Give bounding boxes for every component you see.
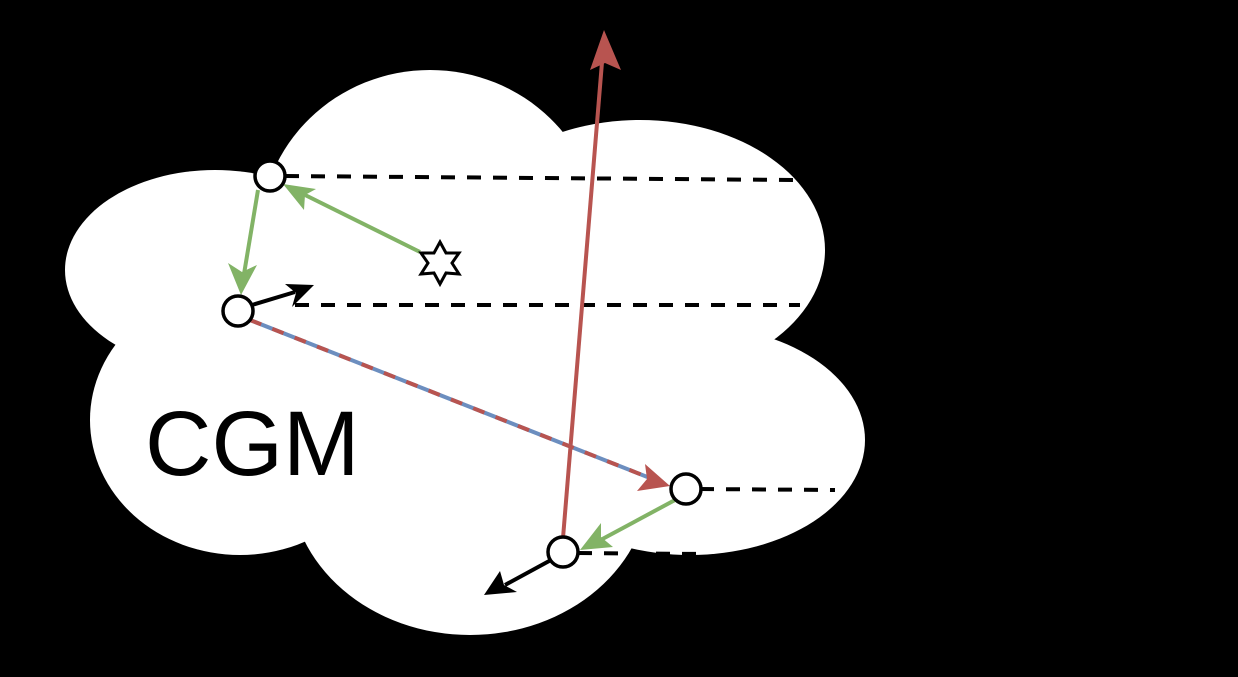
cgm-label: CGM bbox=[145, 393, 360, 495]
node-2 bbox=[221, 294, 255, 328]
red-escape-arrow bbox=[561, 30, 621, 539]
red-blue-arrow bbox=[249, 318, 670, 491]
black-arrow-n2 bbox=[251, 284, 314, 307]
dashed-level-lines bbox=[284, 174, 836, 556]
star-icon bbox=[418, 238, 462, 288]
node-3 bbox=[669, 472, 703, 506]
cloud-shape bbox=[65, 70, 865, 635]
node-4 bbox=[546, 535, 580, 569]
green-arrow-n3-to-n4 bbox=[580, 498, 676, 550]
black-arrow-n4 bbox=[484, 558, 552, 595]
node-circles bbox=[221, 159, 703, 569]
node-1 bbox=[253, 159, 287, 193]
green-arrow-n1-to-n2 bbox=[228, 189, 260, 295]
green-arrow-star-to-n1 bbox=[283, 184, 421, 254]
